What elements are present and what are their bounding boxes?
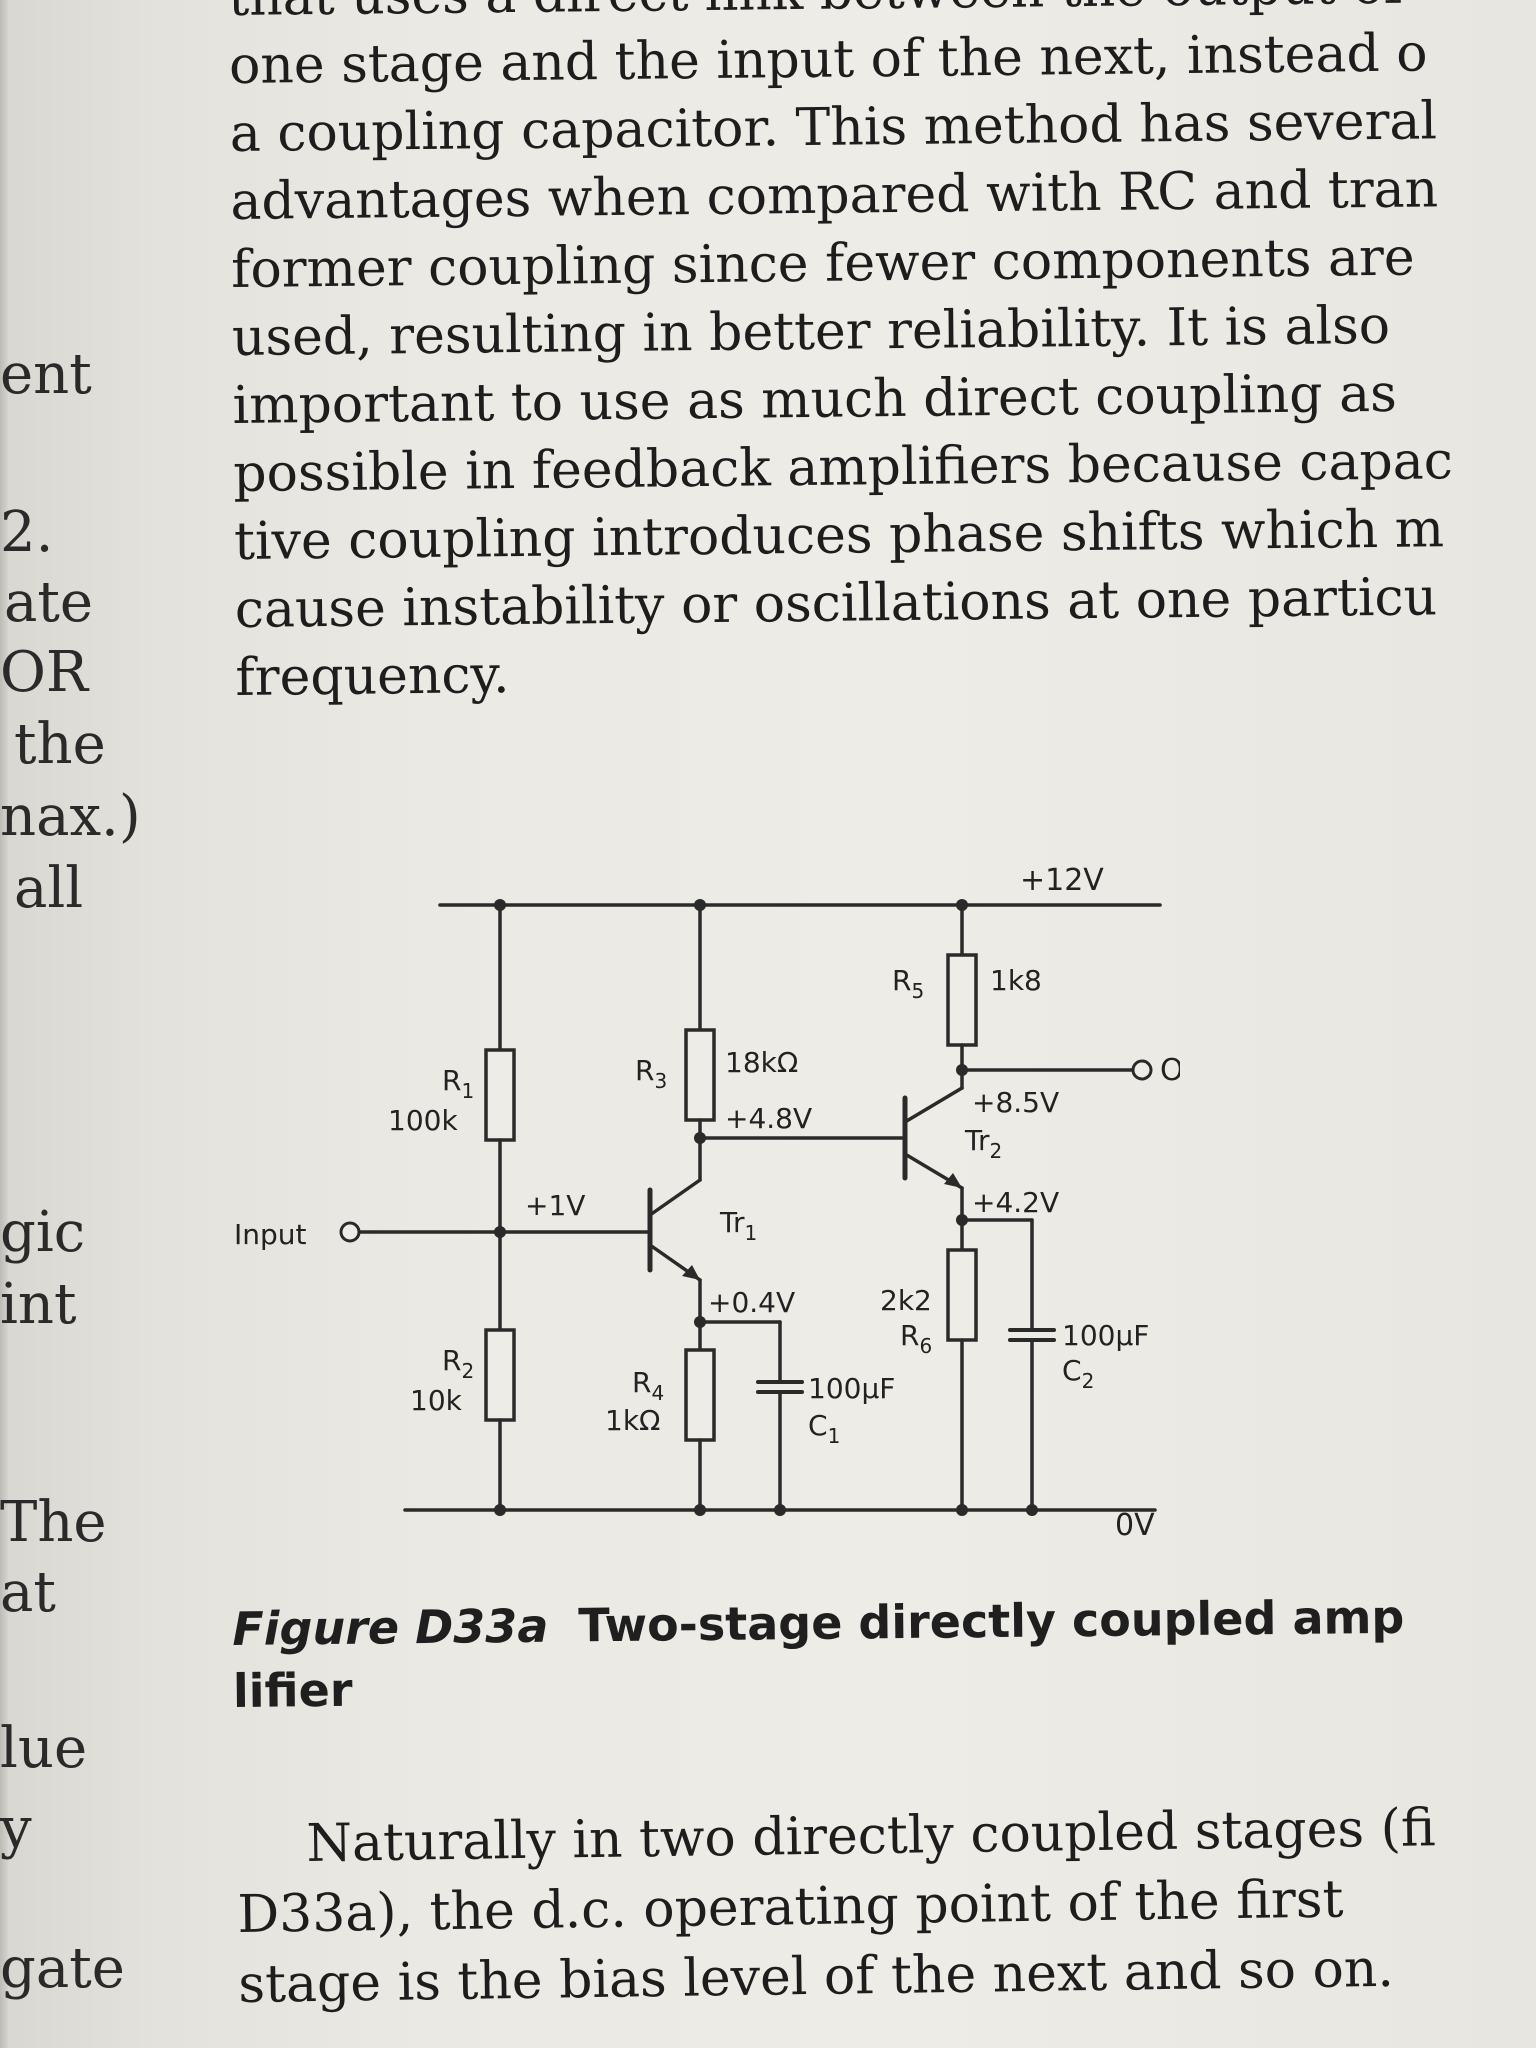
junction-dot [956, 1504, 968, 1516]
r2-name: R2 [442, 1344, 474, 1383]
margin-word: ent [0, 342, 92, 407]
margin-word: the [14, 712, 106, 777]
margin-word: lue [0, 1716, 88, 1781]
r3-value: 18kΩ [725, 1046, 798, 1079]
following-paragraph: Naturally in two directly coupled stages… [236, 1792, 1536, 2020]
r6-name: R6 [900, 1319, 932, 1358]
c2-name: C2 [1062, 1354, 1094, 1393]
resistor-r2 [484, 1328, 516, 1422]
margin-word: y [0, 1796, 32, 1861]
c1-name: C1 [808, 1409, 840, 1448]
tr2-emitter-arrow [944, 1173, 962, 1188]
v-collector2-label: +8.5V [972, 1086, 1059, 1119]
body-paragraph: that uses a direct link between the outp… [228, 0, 1536, 712]
body-line: frequency. [235, 645, 510, 708]
circuit-svg: +12V 0V Input Output R1 100k R2 10k R3 1… [234, 863, 1180, 1540]
margin-word: int [0, 1272, 77, 1337]
input-terminal [339, 1221, 361, 1243]
caption-text-continued: lifier [232, 1662, 353, 1718]
resistor-r1 [484, 1048, 516, 1142]
r6-value: 2k2 [880, 1284, 932, 1317]
margin-word: ate [4, 570, 94, 635]
ground-label: 0V [1115, 1508, 1155, 1540]
output-label: Output [1160, 1053, 1180, 1088]
resistor-r6 [946, 1248, 978, 1342]
body-line: cause instability or oscillations at one… [234, 567, 1438, 640]
supply-label: +12V [1020, 863, 1104, 898]
junction-dot [494, 1226, 506, 1238]
resistor-r4 [684, 1348, 716, 1442]
r3-name: R3 [635, 1054, 667, 1093]
v-emitter2-label: +4.2V [972, 1186, 1059, 1219]
caption-text: Two-stage directly coupled amp [578, 1589, 1405, 1653]
r1-value: 100k [388, 1104, 458, 1137]
junction-dot [494, 899, 506, 911]
junction-dot [694, 1504, 706, 1516]
junction-dot [694, 1316, 706, 1328]
junction-dot [956, 899, 968, 911]
margin-word: at [0, 1560, 56, 1625]
output-terminal [1131, 1059, 1153, 1081]
r4-value: 1kΩ [605, 1404, 660, 1437]
tr2-collector [903, 1086, 964, 1124]
margin-word: gate [0, 1936, 125, 2001]
junction-dot [956, 1214, 968, 1226]
junction-dot [494, 1504, 506, 1516]
r1-name: R1 [442, 1064, 474, 1103]
junction-dot [956, 1064, 968, 1076]
r5-value: 1k8 [990, 964, 1042, 997]
junction-dot [1026, 1504, 1038, 1516]
left-page-margin-fragments: ent 2. ate OR the nax.) all gic int The … [0, 0, 140, 2048]
junction-dot [774, 1504, 786, 1516]
resistor-r5 [946, 953, 978, 1047]
margin-word: gic [0, 1200, 86, 1265]
v-emitter1-label: +0.4V [708, 1286, 795, 1319]
book-gutter [0, 0, 8, 2048]
c1-value: 100µF [808, 1372, 895, 1405]
v-base1-label: +1V [525, 1189, 585, 1222]
margin-word: nax.) [0, 784, 140, 849]
circuit-diagram: +12V 0V Input Output R1 100k R2 10k R3 1… [220, 860, 1180, 1540]
resistor-r3 [684, 1028, 716, 1122]
caption-label: Figure D33a [232, 1598, 549, 1656]
c2-value: 100µF [1062, 1319, 1149, 1352]
junction-dot [694, 899, 706, 911]
tr1-emitter-arrow [682, 1265, 700, 1280]
input-label: Input [234, 1218, 307, 1251]
r5-name: R5 [892, 964, 924, 1003]
margin-word: OR [0, 640, 89, 705]
figure-caption: Figure D33a Two-stage directly coupled am… [232, 1584, 1523, 1722]
margin-word: The [0, 1490, 107, 1555]
junction-dot [694, 1132, 706, 1144]
margin-word: all [14, 856, 84, 921]
tr2-label: Tr2 [964, 1124, 1002, 1163]
tr1-collector [648, 1178, 702, 1217]
v-collector1-label: +4.8V [725, 1102, 812, 1135]
r2-value: 10k [410, 1384, 463, 1417]
tr1-label: Tr1 [719, 1206, 757, 1245]
r4-name: R4 [632, 1366, 664, 1405]
margin-word: 2. [0, 500, 54, 565]
